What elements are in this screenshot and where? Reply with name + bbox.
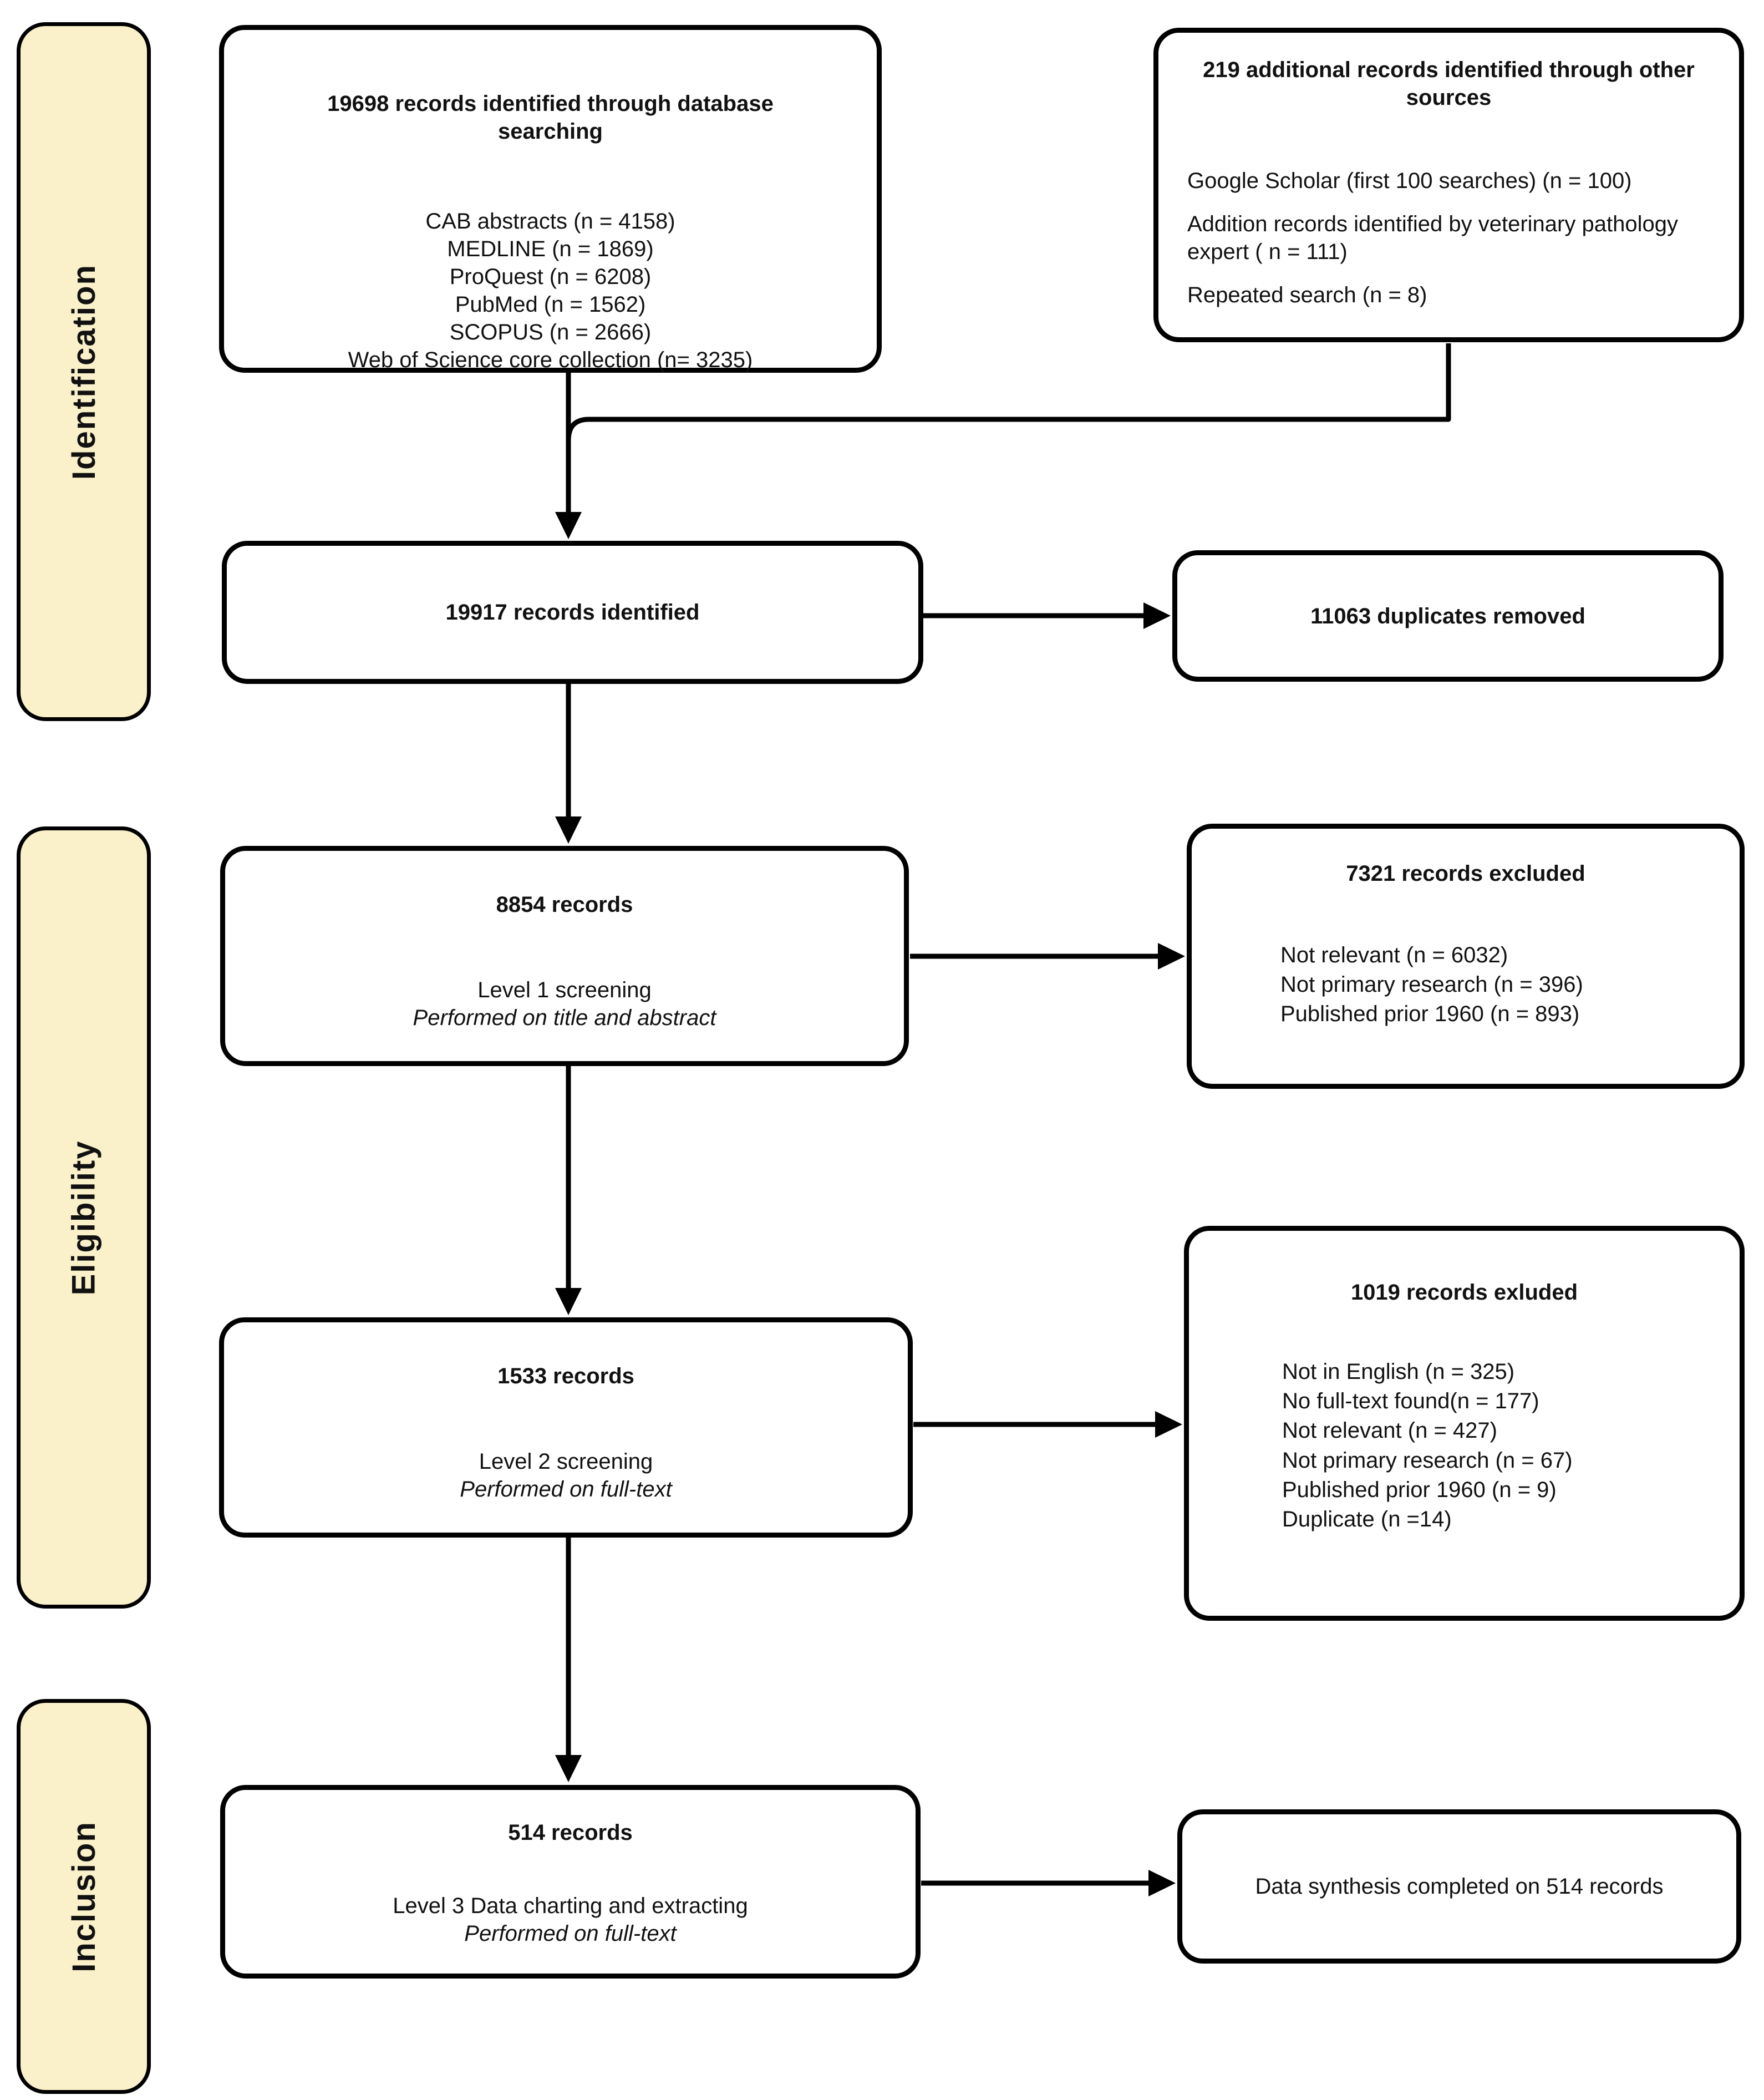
level2-detail: Level 2 screening Performed on full-text bbox=[460, 1448, 672, 1503]
arrowhead-down-4 bbox=[555, 1755, 582, 1782]
records-identified-text: 19917 records identified bbox=[445, 600, 700, 625]
list-line: ProQuest (n = 6208) bbox=[449, 265, 652, 289]
box-records-identified: 19917 records identified bbox=[222, 541, 923, 684]
database-searching-list: CAB abstracts (n = 4158) MEDLINE (n = 186… bbox=[348, 207, 753, 374]
box-level1-screening: 8854 records Level 1 screening Performed… bbox=[220, 846, 909, 1066]
arrowhead-down-3 bbox=[555, 1288, 582, 1315]
excluded2-list: Not in English (n = 325) No full-text fou… bbox=[1189, 1357, 1740, 1534]
list-line: Addition records identified by veterinar… bbox=[1187, 212, 1678, 264]
stage-label-eligibility: Eligibility bbox=[17, 826, 151, 1609]
stage-label-inclusion: Inclusion bbox=[17, 1699, 151, 2094]
level3-detail: Level 3 Data charting and extracting Per… bbox=[393, 1892, 748, 1947]
arrowhead-down-2 bbox=[555, 816, 582, 844]
list-line: Google Scholar (first 100 searches) (n =… bbox=[1187, 169, 1632, 193]
excluded1-title: 7321 records excluded bbox=[1346, 861, 1585, 886]
arrowhead-right-2 bbox=[1158, 943, 1185, 970]
box-excluded-level2: 1019 records exluded Not in English (n =… bbox=[1184, 1226, 1745, 1621]
level1-line1: Level 1 screening bbox=[477, 978, 652, 1002]
database-searching-title: 19698 records identified through databas… bbox=[327, 92, 774, 144]
level1-count: 8854 records bbox=[496, 892, 633, 917]
list-line: Web of Science core collection (n= 3235) bbox=[348, 348, 753, 372]
duplicates-removed-text: 11063 duplicates removed bbox=[1310, 603, 1585, 628]
list-line: MEDLINE (n = 1869) bbox=[447, 237, 654, 261]
arrowhead-right-4 bbox=[1148, 1870, 1176, 1896]
stage-label-identification: Identification bbox=[17, 22, 151, 721]
list-line: Not relevant (n = 427) bbox=[1282, 1418, 1497, 1443]
list-line: SCOPUS (n = 2666) bbox=[449, 320, 652, 344]
box-other-sources: 219 additional records identified throug… bbox=[1153, 28, 1744, 342]
list-line: Published prior 1960 (n = 9) bbox=[1282, 1477, 1557, 1502]
box-excluded-level1: 7321 records excluded Not relevant (n = … bbox=[1187, 824, 1745, 1089]
level1-detail: Level 1 screening Performed on title and… bbox=[413, 976, 716, 1032]
arrowhead-right-3 bbox=[1155, 1411, 1182, 1438]
level2-count: 1533 records bbox=[497, 1364, 634, 1388]
other-sources-list: Google Scholar (first 100 searches) (n =… bbox=[1158, 167, 1739, 324]
level2-line2: Performed on full-text bbox=[460, 1477, 672, 1502]
list-line: Duplicate (n =14) bbox=[1282, 1506, 1452, 1531]
excluded1-list: Not relevant (n = 6032) Not primary resea… bbox=[1192, 941, 1740, 1029]
level2-line1: Level 2 screening bbox=[479, 1449, 653, 1474]
data-synthesis-text: Data synthesis completed on 514 records bbox=[1255, 1874, 1664, 1899]
list-line: Not primary research (n = 396) bbox=[1280, 972, 1583, 997]
list-line: Not primary research (n = 67) bbox=[1282, 1448, 1573, 1473]
box-database-searching: 19698 records identified through databas… bbox=[219, 25, 882, 373]
box-level2-screening: 1533 records Level 2 screening Performed… bbox=[219, 1317, 913, 1538]
box-level3-charting: 514 records Level 3 Data charting and ex… bbox=[220, 1785, 921, 1979]
list-line: CAB abstracts (n = 4158) bbox=[425, 209, 675, 234]
level1-line2: Performed on title and abstract bbox=[413, 1006, 716, 1030]
list-line: PubMed (n = 1562) bbox=[455, 292, 646, 317]
list-line: Not in English (n = 325) bbox=[1282, 1360, 1515, 1384]
list-line: Published prior 1960 (n = 893) bbox=[1280, 1002, 1580, 1027]
level3-line1: Level 3 Data charting and extracting bbox=[393, 1894, 748, 1918]
arrowhead-right-1 bbox=[1143, 602, 1171, 629]
level3-line2: Performed on full-text bbox=[464, 1921, 677, 1946]
other-sources-title: 219 additional records identified throug… bbox=[1203, 58, 1695, 110]
list-line: No full-text found(n = 177) bbox=[1282, 1389, 1539, 1414]
arrowhead-down-1 bbox=[555, 512, 582, 539]
level3-count: 514 records bbox=[508, 1820, 633, 1845]
list-line: Repeated search (n = 8) bbox=[1187, 283, 1427, 307]
box-data-synthesis: Data synthesis completed on 514 records bbox=[1177, 1809, 1741, 1964]
box-duplicates-removed: 11063 duplicates removed bbox=[1172, 550, 1724, 682]
excluded2-title: 1019 records exluded bbox=[1350, 1280, 1578, 1305]
list-line: Not relevant (n = 6032) bbox=[1280, 943, 1508, 967]
